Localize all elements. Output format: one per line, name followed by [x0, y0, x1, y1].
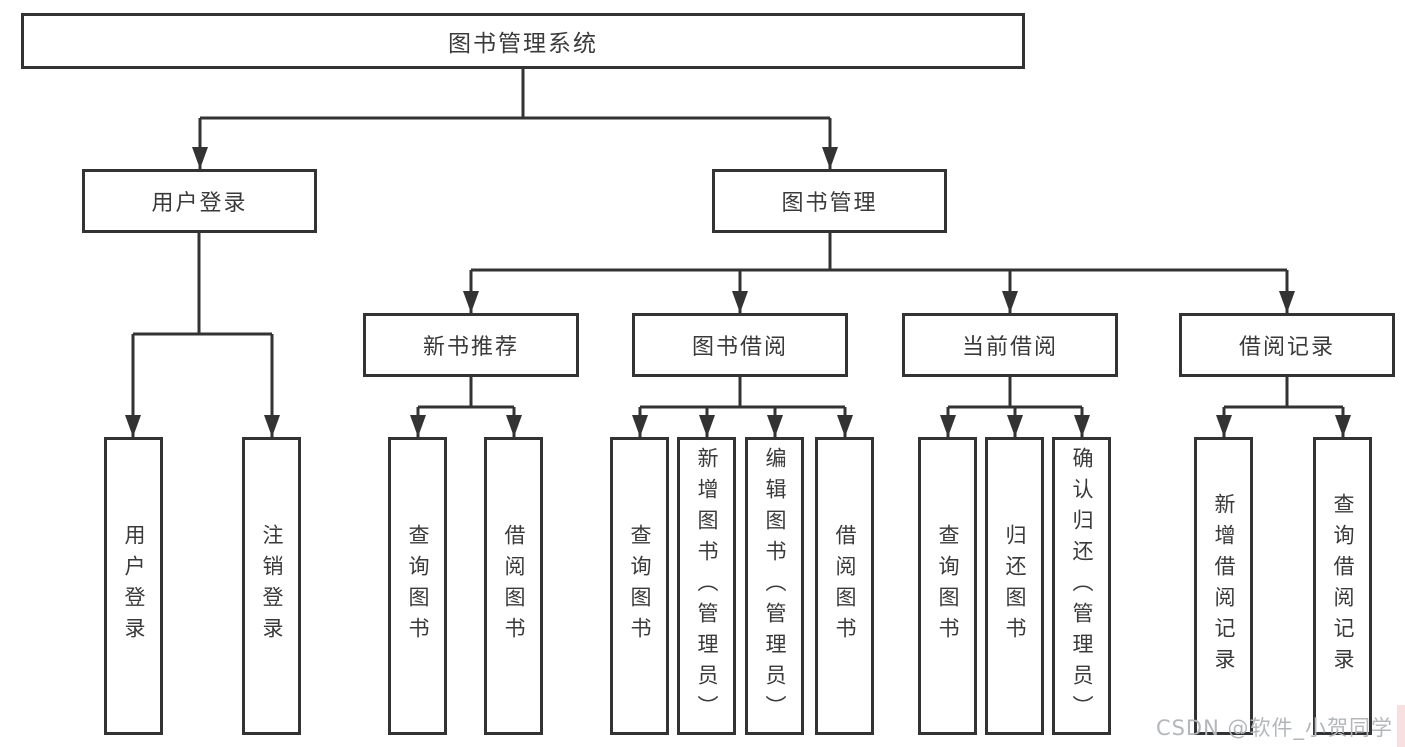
- leaf-borrow-books-recommend: 借阅图书: [484, 437, 543, 735]
- leaf-logout: 注销登录: [242, 437, 301, 735]
- node-current-borrowing: 当前借阅: [902, 313, 1118, 377]
- leaf-query-books-recommend: 查询图书: [388, 437, 447, 735]
- leaf-return-books: 归还图书: [985, 437, 1044, 735]
- leaf-query-books-borrow: 查询图书: [610, 437, 669, 735]
- node-user-login: 用户登录: [82, 169, 317, 233]
- node-book-management: 图书管理: [712, 169, 947, 233]
- csdn-watermark: CSDN @软件_小贺同学: [1155, 716, 1393, 740]
- node-new-book-recommendation: 新书推荐: [363, 313, 579, 377]
- node-borrowing-records: 借阅记录: [1179, 313, 1395, 377]
- node-book-borrowing: 图书借阅: [632, 313, 848, 377]
- arrowheads: [125, 147, 1351, 437]
- leaf-add-borrow-record: 新增借阅记录: [1194, 437, 1253, 735]
- leaf-add-books-admin: 新增图书（管理员）: [677, 437, 736, 735]
- leaf-borrow-books: 借阅图书: [815, 437, 874, 735]
- leaf-query-books-current: 查询图书: [918, 437, 977, 735]
- leaf-confirm-return-admin: 确认归还（管理员）: [1052, 437, 1111, 735]
- leaf-query-borrow-record: 查询借阅记录: [1313, 437, 1372, 735]
- watermark-accent: [1397, 705, 1405, 747]
- node-root-book-management-system: 图书管理系统: [21, 13, 1025, 69]
- leaf-edit-books-admin: 编辑图书（管理员）: [745, 437, 804, 735]
- leaf-user-login: 用户登录: [104, 437, 163, 735]
